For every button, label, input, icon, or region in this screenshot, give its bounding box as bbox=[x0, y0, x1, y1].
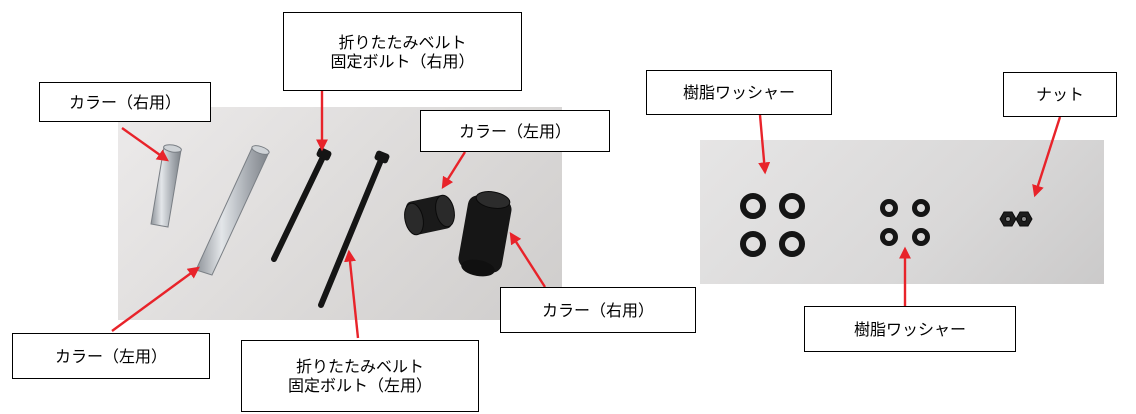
collar-right-black-part bbox=[458, 191, 512, 277]
label-collar-right-top: カラー（右用） bbox=[39, 82, 211, 122]
label-collar-left-top: カラー（左用） bbox=[420, 110, 610, 152]
collar-right-part bbox=[150, 144, 182, 228]
parts-left-drawing bbox=[150, 144, 512, 308]
label-collar-left-bottom: カラー（左用） bbox=[12, 333, 210, 379]
collar-left-part bbox=[195, 145, 270, 276]
resin-washer-large-group bbox=[740, 193, 805, 257]
parts-photo-right bbox=[700, 140, 1104, 284]
bolt-right-part bbox=[271, 147, 332, 262]
parts-right-drawing bbox=[740, 193, 1033, 257]
label-resin-washer-top: 樹脂ワッシャー bbox=[646, 70, 832, 115]
bolt-left-part bbox=[318, 150, 390, 308]
label-bolt-right: 折りたたみベルト 固定ボルト（右用） bbox=[283, 12, 522, 91]
resin-washer-small-group bbox=[880, 199, 930, 246]
label-resin-washer-bottom: 樹脂ワッシャー bbox=[804, 306, 1016, 352]
label-bolt-left: 折りたたみベルト 固定ボルト（左用） bbox=[241, 340, 479, 412]
collar-left-black-part bbox=[404, 194, 455, 236]
label-nut: ナット bbox=[1003, 72, 1117, 117]
label-collar-right-bottom: カラー（右用） bbox=[500, 287, 696, 333]
nut-group bbox=[999, 211, 1033, 227]
